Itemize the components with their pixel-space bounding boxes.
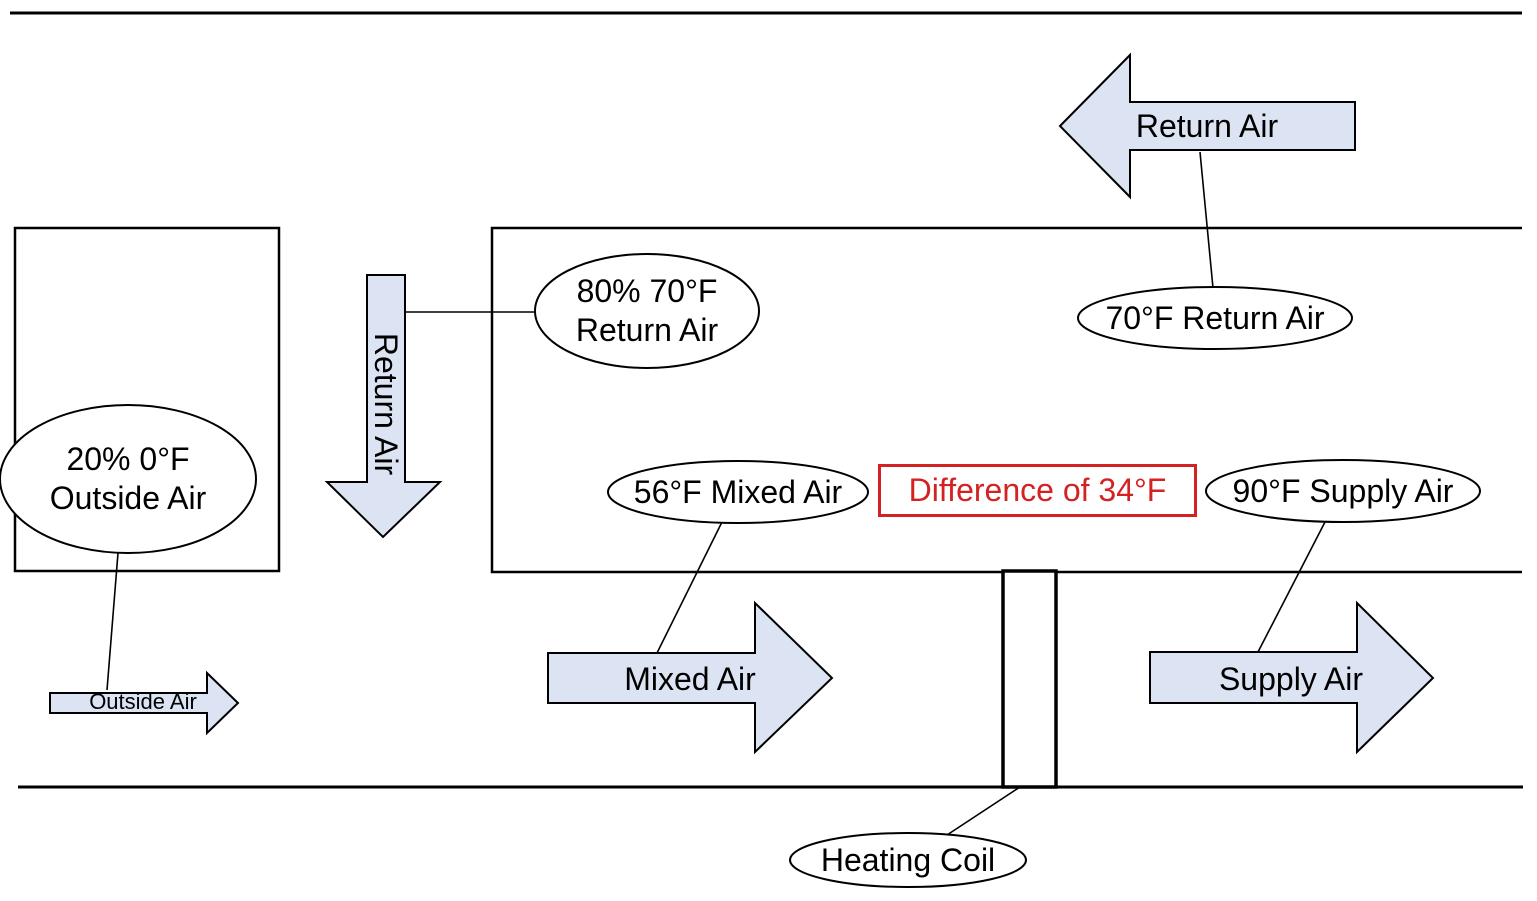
return-air-down-arrow (324, 274, 443, 539)
outside-air-arrow-label: Outside Air (89, 689, 197, 714)
return-air-down-arrow-label: Return Air (368, 332, 404, 476)
mixed-air-right-arrow (547, 600, 834, 755)
supply-air-90-ellipse (1205, 459, 1481, 523)
difference-box-label: Difference of 34°F (908, 472, 1167, 508)
outside-air-right-arrow (49, 670, 240, 736)
mixed-air-56-ellipse (607, 460, 869, 524)
outside-air-duct-box (13, 226, 281, 573)
return-air-top-arrow-label: Return Air (1135, 108, 1279, 144)
leader-supply-air (1257, 521, 1326, 653)
heating-coil-ellipse (789, 832, 1027, 888)
mixed-air-arrow-label: Mixed Air (624, 661, 756, 697)
outside-air-ellipse (0, 404, 257, 554)
return-air-70-ellipse (1077, 286, 1353, 350)
supply-air-arrow-label: Supply Air (1218, 661, 1364, 697)
leader-return-air-70 (1199, 151, 1214, 289)
outside-air-ellipse-label-line2: Outside Air (49, 480, 207, 516)
return-air-80-label-line1: 80% 70°F (576, 273, 718, 309)
supply-air-right-arrow (1149, 600, 1435, 755)
supply-air-90-label: 90°F Supply Air (1232, 473, 1454, 509)
difference-box: Difference of 34°F (878, 464, 1197, 517)
mixed-air-56-label: 56°F Mixed Air (633, 474, 843, 510)
leader-mixed-air (656, 521, 723, 654)
leader-outside-air (106, 552, 119, 691)
return-air-left-arrow (1058, 52, 1356, 200)
heating-coil-rect (1001, 569, 1058, 789)
heating-coil-label: Heating Coil (820, 842, 996, 878)
return-air-80-label-line2: Return Air (575, 312, 719, 348)
outside-air-ellipse-label: 20% 0°F Outside Air (50, 440, 207, 518)
leader-heating-coil (946, 786, 1021, 836)
return-air-70-label: 70°F Return Air (1105, 300, 1325, 336)
outside-air-ellipse-label-line1: 20% 0°F (66, 441, 190, 477)
return-air-80-label: 80% 70°F Return Air (576, 272, 718, 350)
return-air-80-ellipse (534, 253, 760, 369)
